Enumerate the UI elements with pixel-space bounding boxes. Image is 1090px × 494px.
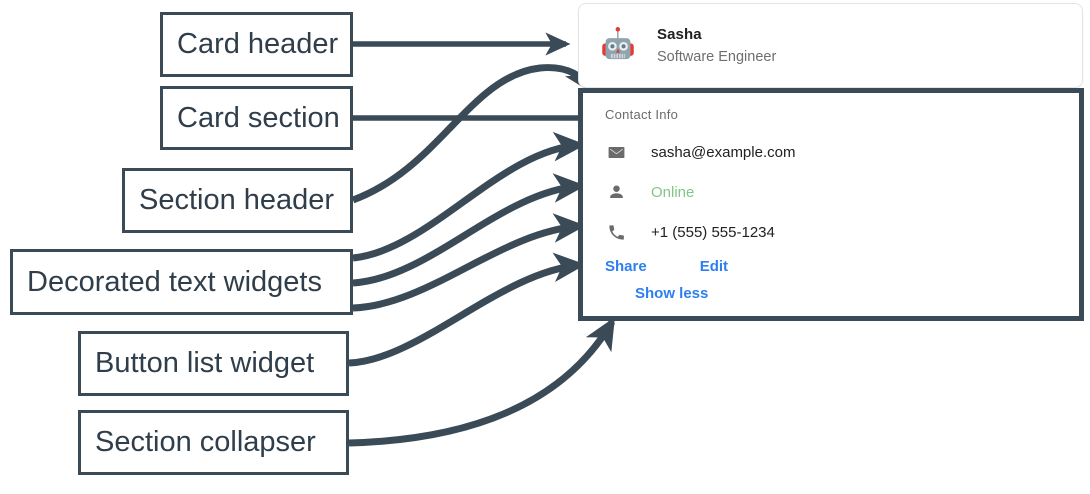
decorated-text-label: sasha@example.com xyxy=(651,143,796,161)
arrow-button-list xyxy=(348,252,586,367)
card-header-text: Sasha Software Engineer xyxy=(657,26,776,65)
show-less-button[interactable]: Show less xyxy=(635,285,709,302)
share-button[interactable]: Share xyxy=(605,258,647,275)
callout-label: Card header xyxy=(177,28,339,60)
callout-label: Section collapser xyxy=(95,426,316,458)
phone-icon xyxy=(605,223,627,242)
edit-button[interactable]: Edit xyxy=(699,258,729,275)
card-title: Sasha xyxy=(657,26,702,43)
status-badge: Online xyxy=(651,183,695,201)
callout-section-collapser: Section collapser xyxy=(78,410,349,475)
card-subtitle: Software Engineer xyxy=(657,49,777,65)
decorated-text-widget-email: sasha@example.com xyxy=(605,138,1079,166)
card-section: Contact Info sasha@example.com Online xyxy=(578,88,1084,321)
callout-card-header: Card header xyxy=(160,12,353,77)
callout-button-list-widget: Button list widget xyxy=(78,331,349,396)
arrow-decorated-text-3 xyxy=(352,213,586,312)
profile-card: Sasha Software Engineer xyxy=(578,3,1083,88)
arrow-section-header xyxy=(351,59,596,204)
decorated-text-widget-phone: +1 (555) 555-1234 xyxy=(605,218,1079,246)
section-collapser[interactable]: Show less xyxy=(635,285,1079,303)
decorated-text-widget-status: Online xyxy=(605,178,1079,206)
section-header: Contact Info xyxy=(605,107,679,122)
callout-label: Button list widget xyxy=(95,347,315,379)
robot-avatar-icon xyxy=(597,25,639,67)
callout-label: Decorated text widgets xyxy=(27,265,322,298)
callout-label: Card section xyxy=(177,101,340,134)
person-icon xyxy=(605,183,627,202)
arrow-decorated-text-2 xyxy=(352,173,586,287)
card-section-inner: Contact Info sasha@example.com Online xyxy=(583,93,1079,303)
arrow-decorated-text-1 xyxy=(352,131,586,262)
callout-decorated-text-widgets: Decorated text widgets xyxy=(10,249,353,315)
button-list-widget: Share Edit xyxy=(605,258,1079,275)
mail-icon xyxy=(605,143,627,162)
callout-label: Section header xyxy=(139,184,335,216)
arrow-section-collapser xyxy=(348,317,616,447)
callout-card-section: Card section xyxy=(160,86,353,150)
decorated-text-label: +1 (555) 555-1234 xyxy=(651,223,775,241)
callout-section-header: Section header xyxy=(122,168,353,233)
card-header: Sasha Software Engineer xyxy=(579,4,1082,87)
